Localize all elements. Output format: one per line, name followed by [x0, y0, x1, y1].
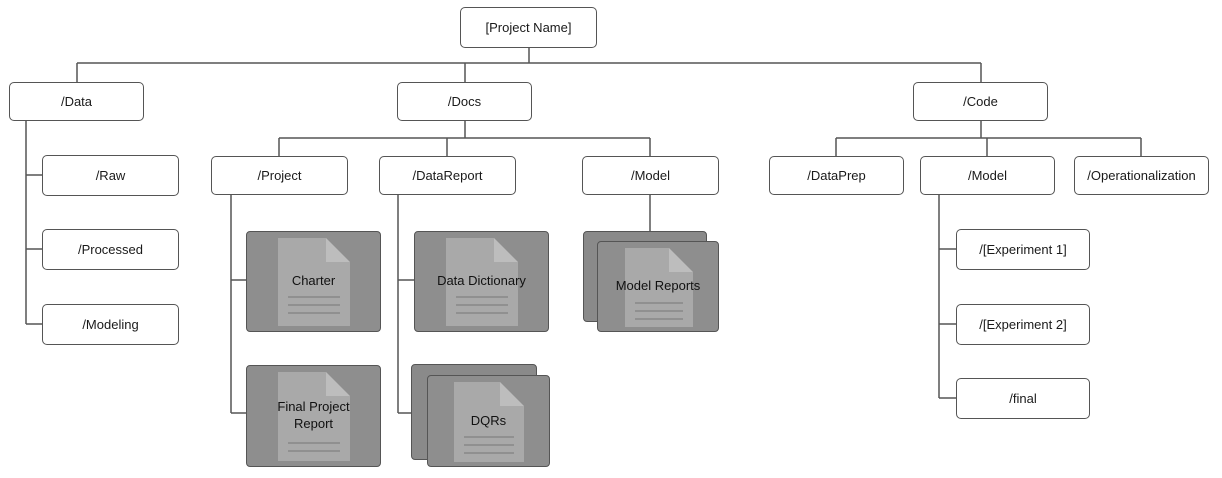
folder-raw: /Raw [42, 155, 179, 196]
document-model-reports: Model Reports [597, 241, 719, 332]
connector-code-model [938, 194, 956, 399]
connector-project [230, 194, 246, 414]
document-icon [446, 238, 518, 326]
document-final-project-report: Final Project Report [246, 365, 381, 467]
folder-docs: /Docs [397, 82, 532, 121]
document-label: Data Dictionary [437, 273, 526, 288]
document-data-dictionary: Data Dictionary [414, 231, 549, 332]
document-icon [625, 248, 693, 327]
connector-docs [278, 120, 651, 156]
folder-code: /Code [913, 82, 1048, 121]
folder-experiment-1: /[Experiment 1] [956, 229, 1090, 270]
folder-data: /Data [9, 82, 144, 121]
document-label: Model Reports [615, 278, 701, 293]
document-label: Final Project Report [277, 399, 350, 431]
document-icon [278, 238, 350, 326]
document-charter: Charter [246, 231, 381, 332]
folder-modeling: /Modeling [42, 304, 179, 345]
document-label: Charter [291, 273, 336, 288]
document-icon [454, 382, 524, 462]
folder-experiment-2: /[Experiment 2] [956, 304, 1090, 345]
folder-code-model: /Model [920, 156, 1055, 195]
folder-code-dataprep: /DataPrep [769, 156, 904, 195]
connector-data [25, 120, 42, 325]
document-label: DQRs [470, 413, 507, 428]
folder-processed: /Processed [42, 229, 179, 270]
folder-docs-model: /Model [582, 156, 719, 195]
connector-root [76, 48, 982, 82]
root-folder: [Project Name] [460, 7, 597, 48]
document-icon [278, 372, 350, 461]
folder-docs-datareport: /DataReport [379, 156, 516, 195]
folder-final: /final [956, 378, 1090, 419]
connector-code [835, 120, 1142, 156]
document-dqrs: DQRs [427, 375, 550, 467]
folder-code-operationalization: /Operationalization [1074, 156, 1209, 195]
folder-docs-project: /Project [211, 156, 348, 195]
